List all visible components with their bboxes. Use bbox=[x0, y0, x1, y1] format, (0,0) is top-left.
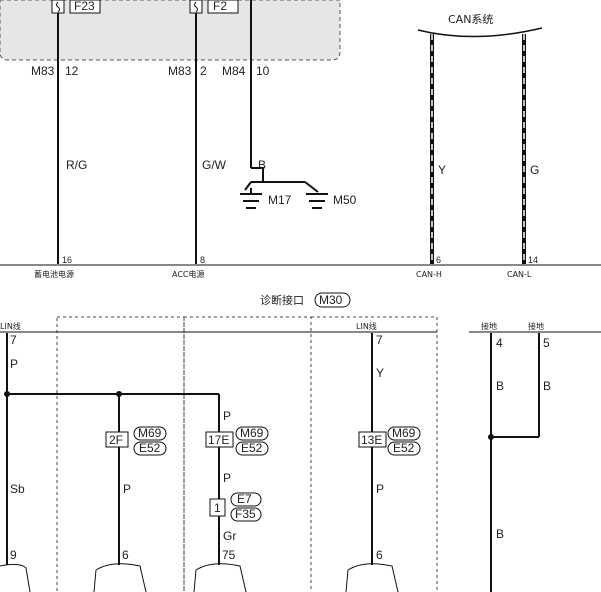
pill-e52-c-label: E52 bbox=[393, 441, 415, 455]
pill-m69-c bbox=[387, 426, 421, 441]
fuse-f23: F23 bbox=[51, 0, 101, 14]
can-system-title: CAN系统 bbox=[448, 13, 493, 26]
wire-color-p-left: P bbox=[10, 357, 18, 371]
terminal-pin-6: 6 bbox=[436, 255, 441, 265]
splice-2f-label: 2F bbox=[109, 433, 123, 447]
pin-2: 2 bbox=[200, 64, 207, 78]
terminal-pin-14: 14 bbox=[528, 255, 538, 265]
ground-m50-label: M50 bbox=[333, 193, 357, 207]
pill-f35-label: F35 bbox=[235, 507, 256, 521]
wire-color-b-gnd3: B bbox=[496, 527, 504, 541]
pill-e52-a-label: E52 bbox=[139, 441, 161, 455]
fuse-box-region bbox=[0, 0, 341, 61]
pill-m69-a bbox=[133, 426, 167, 441]
bottom-pin-6b: 6 bbox=[376, 548, 383, 562]
wire-color-gw: G/W bbox=[202, 158, 227, 172]
lin-right-label: LIN线 bbox=[356, 321, 377, 331]
bottom-connector-breaks bbox=[0, 563, 399, 592]
pill-m69-c-label: M69 bbox=[392, 426, 416, 440]
connector-1-label: 1 bbox=[214, 501, 221, 515]
wire-color-gr: Gr bbox=[223, 529, 236, 543]
ground-symbols bbox=[240, 167, 328, 209]
wire-color-y-can: Y bbox=[438, 163, 446, 177]
ground-m17-label: M17 bbox=[268, 193, 292, 207]
pill-e7-label: E7 bbox=[237, 492, 252, 506]
pill-e52-b bbox=[235, 441, 269, 456]
can-bracket bbox=[417, 27, 543, 38]
wire-color-p-col3-mid: P bbox=[223, 471, 231, 485]
connector-m83-b: M83 bbox=[168, 64, 192, 78]
lower-pin-7b: 7 bbox=[376, 333, 383, 347]
dashed-box-1 bbox=[56, 316, 185, 592]
splice-13e-box bbox=[358, 431, 387, 448]
fuse-f2-label: F2 bbox=[213, 0, 227, 13]
splice-2f-box bbox=[105, 431, 129, 448]
pin-10: 10 bbox=[256, 64, 270, 78]
pill-e52-c bbox=[387, 441, 421, 456]
wire-color-rg: R/G bbox=[66, 158, 87, 172]
diag-title: 诊断接口 bbox=[260, 293, 304, 307]
ground-label-2: 接地 bbox=[528, 321, 544, 331]
wire-color-y-lin: Y bbox=[376, 366, 384, 380]
wire-color-sb: Sb bbox=[10, 482, 25, 496]
fuse-f23-label: F23 bbox=[74, 0, 95, 13]
splice-17e-box bbox=[205, 431, 234, 448]
lower-pin-5: 5 bbox=[543, 336, 550, 350]
dashed-box-3 bbox=[310, 316, 438, 592]
wire-color-b-gnd2: B bbox=[543, 379, 551, 393]
connector-m84: M84 bbox=[222, 64, 246, 78]
wire-color-b-gnd1: B bbox=[496, 379, 504, 393]
lower-pin-4: 4 bbox=[496, 336, 503, 350]
wire-color-g-can: G bbox=[530, 163, 539, 177]
diag-connector-label: M30 bbox=[319, 293, 343, 307]
pill-e52-b-label: E52 bbox=[241, 441, 263, 455]
pin-12: 12 bbox=[65, 64, 79, 78]
terminal-pin-8: 8 bbox=[200, 255, 205, 265]
wire-color-p-col4: P bbox=[376, 482, 384, 496]
terminal-pin-16: 16 bbox=[62, 255, 72, 265]
junction-dot-ground bbox=[488, 434, 494, 440]
connector-1-box bbox=[209, 498, 226, 517]
wire-color-p-col2: P bbox=[123, 482, 131, 496]
splice-13e-label: 13E bbox=[361, 433, 382, 447]
diag-connector-pill bbox=[314, 292, 351, 308]
pill-e52-a bbox=[133, 441, 167, 456]
bottom-pin-75: 75 bbox=[222, 548, 236, 562]
pill-m69-a-label: M69 bbox=[138, 426, 162, 440]
fuse-f2: F2 bbox=[189, 0, 239, 14]
bottom-pin-6a: 6 bbox=[122, 548, 129, 562]
lower-pin-7a: 7 bbox=[10, 333, 17, 347]
terminal-acc-label: ACC电源 bbox=[172, 269, 205, 279]
wire-color-p-col3-upper: P bbox=[223, 409, 231, 423]
pill-m69-b bbox=[235, 426, 269, 441]
terminal-canh-label: CAN-H bbox=[416, 270, 442, 279]
terminal-battery-label: 蓄电池电源 bbox=[34, 269, 74, 279]
pill-e7 bbox=[230, 492, 262, 507]
splice-17e-label: 17E bbox=[208, 433, 229, 447]
pill-f35 bbox=[230, 507, 262, 522]
connector-m83-a: M83 bbox=[31, 64, 55, 78]
pill-m69-b-label: M69 bbox=[240, 426, 264, 440]
wire-color-b: B bbox=[258, 158, 266, 172]
lin-left-label: LIN线 bbox=[0, 321, 21, 331]
bottom-pin-9: 9 bbox=[10, 548, 17, 562]
terminal-canl-label: CAN-L bbox=[507, 270, 532, 279]
ground-label-1: 接地 bbox=[481, 321, 497, 331]
